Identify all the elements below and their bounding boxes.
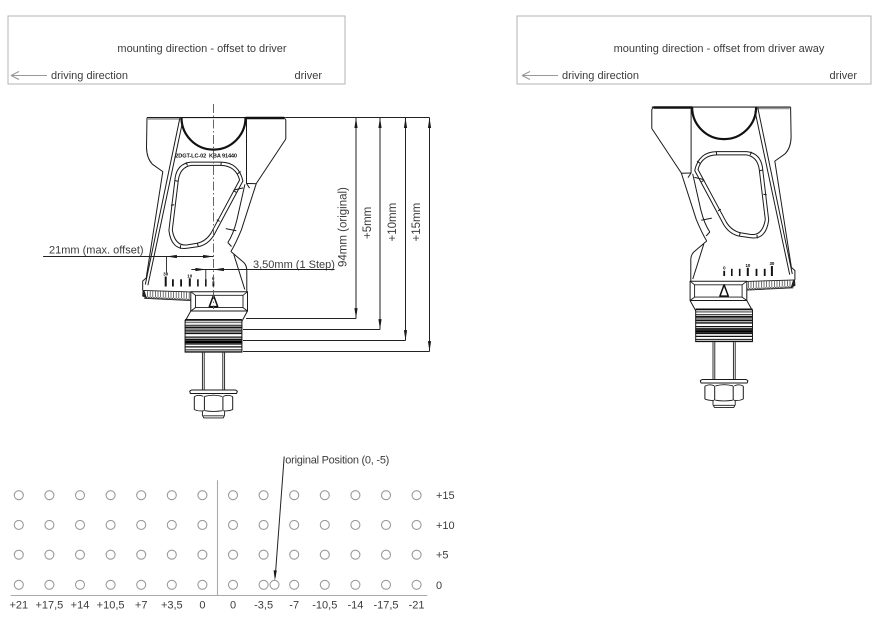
svg-text:2DGT-LC-02 KBA 91440: 2DGT-LC-02 KBA 91440 (175, 153, 237, 159)
svg-text:+15mm: +15mm (411, 203, 423, 242)
svg-text:+10: +10 (436, 520, 455, 532)
svg-text:+14: +14 (71, 600, 90, 612)
svg-text:-17,5: -17,5 (373, 600, 398, 612)
svg-text:30: 30 (163, 272, 168, 277)
svg-text:0: 0 (230, 600, 236, 612)
svg-text:+5: +5 (436, 550, 449, 562)
svg-text:+15: +15 (436, 490, 455, 502)
svg-text:driver: driver (829, 70, 857, 82)
svg-text:+3,5: +3,5 (161, 600, 183, 612)
svg-text:+5mm: +5mm (362, 207, 374, 239)
svg-text:driving direction: driving direction (562, 70, 639, 82)
svg-text:10: 10 (745, 263, 750, 268)
svg-text:mounting direction - offset to: mounting direction - offset to driver (117, 43, 286, 55)
svg-text:-10,5: -10,5 (312, 600, 337, 612)
svg-text:0: 0 (723, 266, 726, 271)
svg-text:-7: -7 (289, 600, 299, 612)
svg-text:+17,5: +17,5 (35, 600, 63, 612)
svg-text:0: 0 (199, 600, 205, 612)
svg-text:-14: -14 (347, 600, 363, 612)
svg-text:-3,5: -3,5 (254, 600, 273, 612)
svg-text:0: 0 (436, 580, 442, 592)
svg-text:+7: +7 (135, 600, 148, 612)
svg-text:21mm (max. offset): 21mm (max. offset) (49, 245, 144, 257)
svg-text:+10mm: +10mm (387, 203, 399, 242)
svg-text:3,50mm (1 Step): 3,50mm (1 Step) (253, 259, 335, 271)
svg-text:+21: +21 (9, 600, 28, 612)
svg-text:-21: -21 (409, 600, 425, 612)
svg-text:driving direction: driving direction (51, 70, 128, 82)
svg-text:10: 10 (187, 274, 192, 279)
svg-text:mounting direction - offset fr: mounting direction - offset from driver … (614, 43, 825, 55)
svg-text:30: 30 (769, 261, 774, 266)
svg-text:driver: driver (294, 70, 322, 82)
svg-text:+10,5: +10,5 (97, 600, 125, 612)
svg-text:original Position (0, -5): original Position (0, -5) (285, 455, 389, 467)
svg-text:94mm (original): 94mm (original) (337, 187, 349, 267)
